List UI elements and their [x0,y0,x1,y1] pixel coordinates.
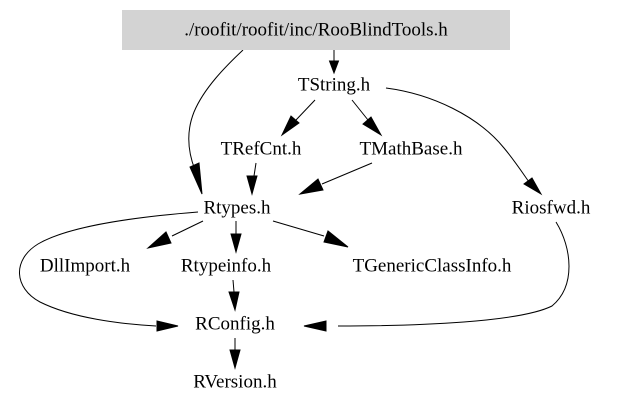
node-tgenericclassinfo-label: TGenericClassInfo.h [353,255,512,276]
edge-rtypes-to-dllimport [146,220,204,249]
node-tgenericclassinfo[interactable]: TGenericClassInfo.h [353,255,512,276]
edge-line [171,220,204,237]
arrowhead [230,233,242,254]
edge-line [295,99,316,121]
node-root-label: ./roofit/roofit/inc/RooBlindTools.h [184,19,448,40]
arrowhead [156,320,179,332]
edge-tstring-to-riosfwd [385,87,543,196]
edge-root-to-rtypes [188,49,244,195]
node-rversion-label: RVersion.h [193,371,277,392]
arrowhead [229,349,241,370]
edge-rconfig-to-rversion [229,338,241,370]
node-root-roo-blind-tools[interactable]: ./roofit/roofit/inc/RooBlindTools.h [122,10,510,50]
node-tmathbase-label: TMathBase.h [360,138,463,159]
edge-tmathbase-to-rtypes [298,162,373,195]
edge-riosfwd-to-rconfig [303,221,570,332]
node-rtypeinfo-label: Rtypeinfo.h [181,255,272,276]
arrowhead [146,231,172,249]
edge-line [253,162,257,177]
edge-tstring-to-tmathbase [351,99,383,137]
node-root-box [122,10,510,50]
arrowhead [280,115,300,137]
node-rtypes[interactable]: Rtypes.h [203,197,271,218]
edge-rtypes-to-tgenericclassinfo [272,220,349,248]
edge-rtypeinfo-to-rconfig [228,279,240,312]
edge-line [188,49,244,171]
edge-line [272,220,325,237]
arrowhead [362,116,383,137]
arrowhead [323,230,349,248]
node-trefcnt[interactable]: TRefCnt.h [221,138,302,159]
node-trefcnt-label: TRefCnt.h [221,138,302,159]
edge-trefcnt-to-rtypes [246,162,258,196]
arrowhead [523,177,543,196]
arrowhead [189,162,203,195]
node-dllimport[interactable]: DllImport.h [40,255,131,276]
arrowhead [303,320,327,332]
arrowhead [298,178,324,195]
node-rtypes-label: Rtypes.h [203,197,271,218]
node-tstring[interactable]: TString.h [298,74,371,95]
node-rversion[interactable]: RVersion.h [193,371,277,392]
edge-line [337,221,570,327]
edge-rtypes-to-rtypeinfo [230,221,242,254]
edge-line [19,211,199,327]
node-tstring-label: TString.h [298,74,371,95]
node-rtypeinfo[interactable]: Rtypeinfo.h [181,255,272,276]
graph-edges [19,49,570,370]
edge-line [321,162,373,185]
node-tmathbase[interactable]: TMathBase.h [360,138,463,159]
node-rconfig[interactable]: RConfig.h [195,313,275,334]
node-dllimport-label: DllImport.h [40,255,131,276]
arrowhead [246,175,258,196]
edge-rtypes-to-rconfig [19,211,199,332]
edge-line [385,87,530,183]
edge-root-to-tstring [328,50,340,75]
node-riosfwd[interactable]: Riosfwd.h [512,197,591,218]
node-riosfwd-label: Riosfwd.h [512,197,591,218]
edge-tstring-to-trefcnt [280,99,316,137]
node-rconfig-label: RConfig.h [195,313,275,334]
edge-line [232,279,235,293]
edge-line [351,99,369,121]
arrowhead [328,60,340,75]
arrowhead [228,291,240,312]
graph-nodes: ./roofit/roofit/inc/RooBlindTools.h TStr… [40,10,591,392]
